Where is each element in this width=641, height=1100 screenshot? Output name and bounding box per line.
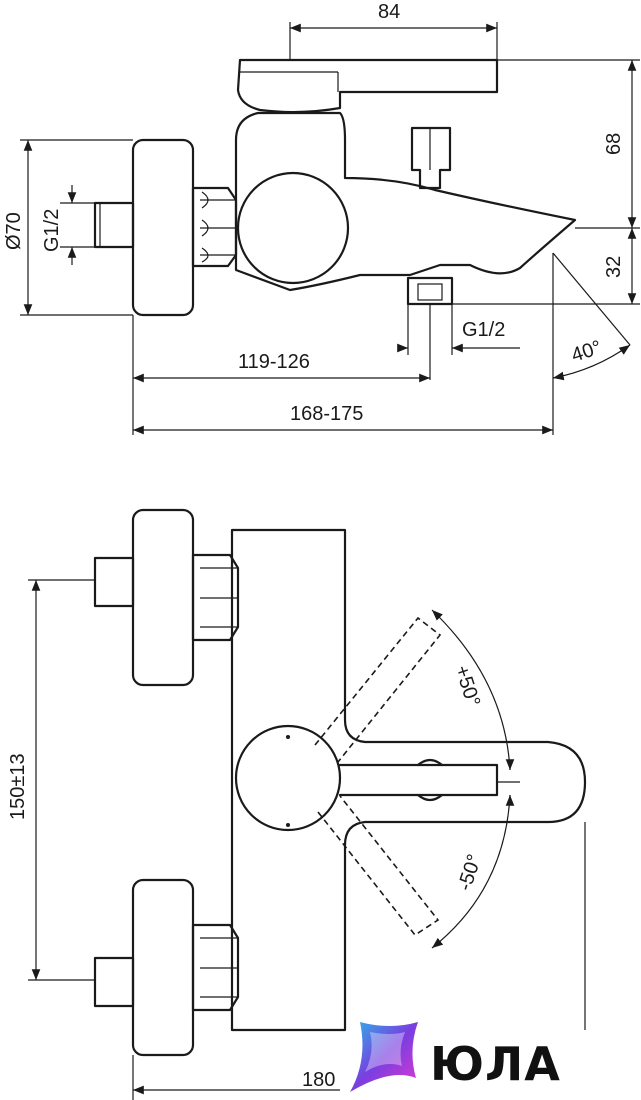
lever-handle (236, 58, 499, 114)
arc-minus-50 (431, 794, 511, 949)
dim-180: 180 (302, 1069, 335, 1091)
brand-logo: ЮЛА (350, 1022, 561, 1092)
cartridge (236, 171, 350, 285)
dim-arc-40 (552, 344, 631, 381)
top-cartridge (234, 724, 342, 832)
dim-150-13: 150±13 (7, 753, 29, 820)
mixer-body (234, 111, 577, 292)
diverter-button (410, 126, 452, 190)
logo-wordmark: ЮЛА (430, 1037, 561, 1091)
arc-plus-50 (431, 609, 511, 771)
top-lever (338, 763, 499, 797)
logo-star-icon (350, 1022, 418, 1092)
wall-flange (131, 138, 195, 317)
dim-minus-50: -50° (454, 852, 486, 894)
dim-inlet-thread: G1/2 (41, 209, 63, 252)
inlet-connector (93, 201, 135, 249)
top-body (230, 528, 587, 1032)
upper-flange (131, 508, 195, 687)
top-view: 150±13 +50° -50° 180 (7, 508, 587, 1100)
dim-32: 32 (603, 256, 625, 278)
dim-plus-50: +50° (450, 663, 484, 710)
dim-diameter: Ø70 (3, 212, 25, 250)
dim-40-degrees: 40° (569, 336, 605, 366)
dim-119-126: 119-126 (238, 351, 310, 373)
dim-68: 68 (603, 133, 625, 155)
lower-flange (131, 878, 195, 1057)
side-view: 84 68 32 Ø70 G1/2 G1/2 119-126 168-175 4… (3, 1, 640, 435)
dim-84: 84 (378, 1, 400, 23)
lever-rotated-up (314, 616, 442, 763)
dim-168-175: 168-175 (290, 403, 363, 425)
lever-rotated-down (317, 795, 440, 937)
dim-outlet-thread: G1/2 (462, 319, 505, 341)
